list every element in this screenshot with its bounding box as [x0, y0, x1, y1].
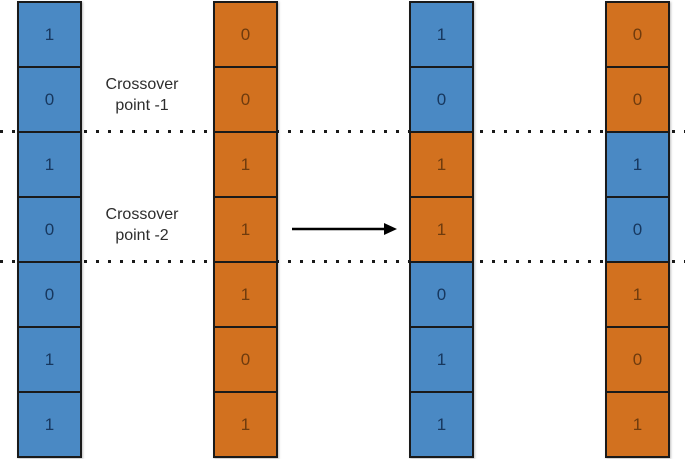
gene-cell: 0	[605, 1, 670, 68]
right-arrow-icon	[289, 221, 399, 237]
gene-cell: 1	[213, 131, 278, 198]
gene-cell: 1	[17, 326, 82, 393]
gene-cell: 1	[409, 1, 474, 68]
gene-cell: 1	[17, 1, 82, 68]
gene-cell: 0	[213, 1, 278, 68]
gene-cell: 1	[213, 261, 278, 328]
crossover-point-1-label-line2: point -1	[115, 97, 169, 114]
crossover-point-2-label: Crossover point -2	[92, 204, 192, 246]
gene-cell: 0	[17, 66, 82, 133]
gene-cell: 1	[409, 391, 474, 458]
crossover-point-1-label: Crossover point -1	[92, 74, 192, 116]
crossover-point-2-label-line2: point -2	[115, 227, 169, 244]
gene-cell: 0	[409, 66, 474, 133]
gene-cell: 0	[17, 261, 82, 328]
gene-cell: 1	[605, 131, 670, 198]
gene-cell: 1	[409, 326, 474, 393]
gene-cell: 0	[605, 196, 670, 263]
gene-cell: 1	[605, 261, 670, 328]
gene-cell: 1	[605, 391, 670, 458]
gene-cell: 1	[409, 131, 474, 198]
crossover-point-1-label-line1: Crossover	[105, 76, 179, 93]
gene-cell: 0	[605, 66, 670, 133]
parent-2-chromosome: 0 0 1 1 1 0 1	[213, 1, 278, 458]
offspring-1-chromosome: 1 0 1 1 0 1 1	[409, 1, 474, 458]
parent-1-chromosome: 1 0 1 0 0 1 1	[17, 1, 82, 458]
gene-cell: 0	[605, 326, 670, 393]
crossover-point-1-line	[0, 130, 685, 133]
offspring-2-chromosome: 0 0 1 0 1 0 1	[605, 1, 670, 458]
gene-cell: 1	[17, 131, 82, 198]
gene-cell: 1	[213, 196, 278, 263]
gene-cell: 0	[213, 66, 278, 133]
gene-cell: 1	[409, 196, 474, 263]
gene-cell: 1	[213, 391, 278, 458]
gene-cell: 1	[17, 391, 82, 458]
crossover-point-2-label-line1: Crossover	[105, 206, 179, 223]
gene-cell: 0	[213, 326, 278, 393]
gene-cell: 0	[17, 196, 82, 263]
gene-cell: 0	[409, 261, 474, 328]
crossover-point-2-line	[0, 260, 685, 263]
